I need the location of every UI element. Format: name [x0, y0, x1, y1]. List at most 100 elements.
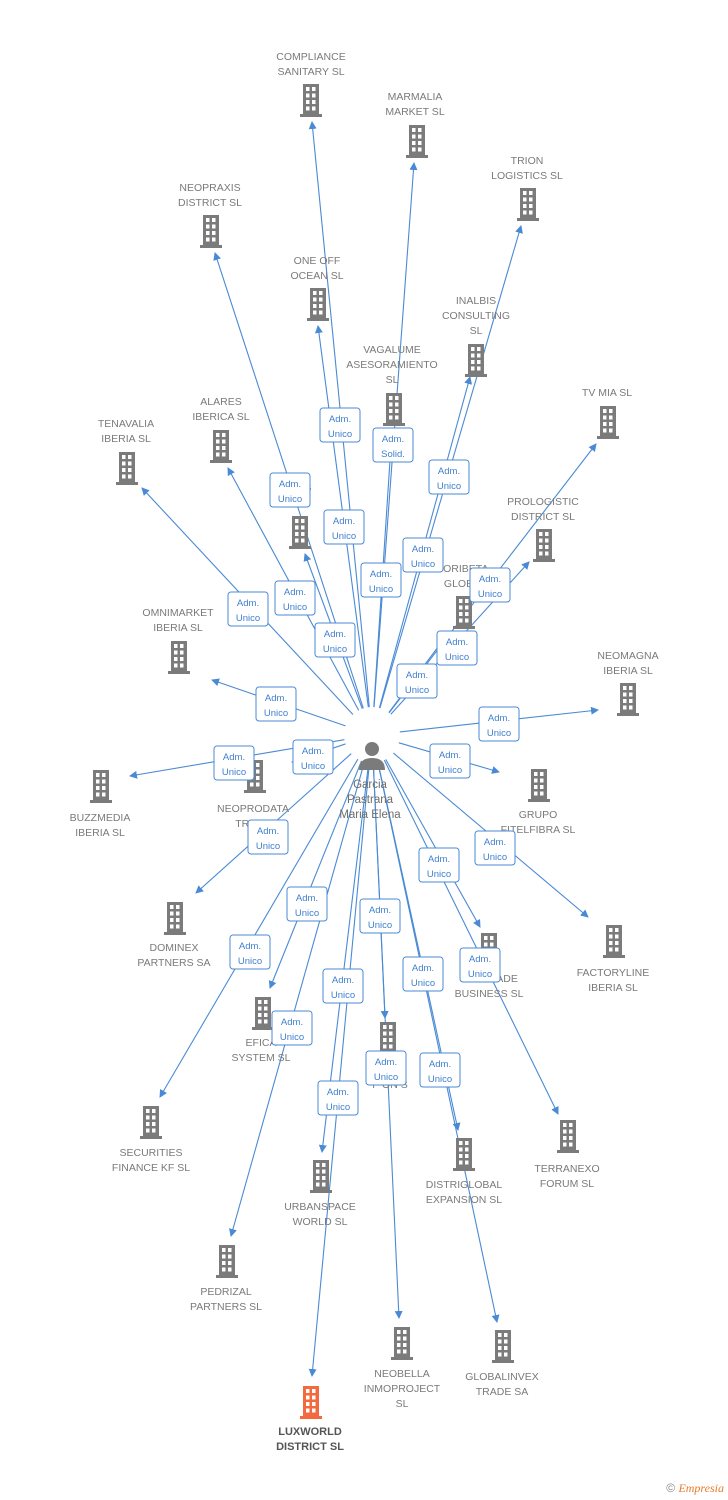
- role-label: Adm.: [469, 954, 491, 965]
- role-box-globalinvex[interactable]: Adm.Unico: [419, 1052, 461, 1088]
- brand-logo-text[interactable]: Empresia: [678, 1481, 724, 1495]
- role-box-distriglobal[interactable]: Adm.Unico: [402, 956, 444, 992]
- role-box-neopraxis[interactable]: Adm.Unico: [269, 472, 311, 508]
- person-name-line-2: Pastrana: [347, 794, 394, 806]
- company-node-securities[interactable]: SECURITIES FINANCE KF SL: [112, 1106, 190, 1174]
- role-box-neomagna[interactable]: Adm.Unico: [478, 706, 520, 742]
- role-box-securities[interactable]: Adm.Unico: [229, 934, 271, 970]
- company-label-line: OCEAN SL: [290, 270, 343, 282]
- person-node[interactable]: Garcia Pastrana Maria Elena: [339, 742, 401, 821]
- role-box-trion[interactable]: Adm.Unico: [428, 459, 470, 495]
- company-label-line: FINANCE KF SL: [112, 1162, 190, 1174]
- company-label-line: DOMINEX: [149, 942, 198, 954]
- role-box-factoryline[interactable]: Adm.Unico: [474, 830, 516, 866]
- company-label-line: IBERIA SL: [603, 665, 653, 677]
- role-box-oneoff[interactable]: Adm.Unico: [323, 509, 365, 545]
- role-box-grupofitel[interactable]: Adm.Unico: [429, 743, 471, 779]
- role-label: Unico: [411, 559, 435, 570]
- company-node-tvmia[interactable]: TV MIA SL: [582, 387, 632, 439]
- footer: © Empresia: [666, 1481, 724, 1496]
- role-label: Unico: [326, 1102, 350, 1113]
- company-label-line: IBERIA SL: [75, 827, 125, 839]
- building-icon: [492, 1330, 514, 1363]
- role-box-vagalume[interactable]: Adm.Unico: [360, 562, 402, 598]
- building-icon: [307, 288, 329, 321]
- company-label-line: ASESORAMIENTO: [346, 359, 437, 371]
- role-box-dominex[interactable]: Adm.Unico: [247, 819, 289, 855]
- building-icon: [164, 902, 186, 935]
- role-label: Unico: [332, 531, 356, 542]
- copyright-symbol: ©: [666, 1481, 676, 1495]
- edge-terranexo: [383, 759, 559, 1115]
- role-box-eficaz[interactable]: Adm.Unico: [286, 886, 328, 922]
- role-box-bpartners[interactable]: Adm.Unico: [314, 622, 356, 658]
- company-label-line: EFICA: [246, 1037, 277, 1049]
- company-label-line: SECURITIES: [119, 1147, 182, 1159]
- company-label-line: BUSINESS SL: [455, 988, 524, 1000]
- role-label: Unico: [468, 969, 492, 980]
- company-label-line: NEOPRODATA: [217, 803, 289, 815]
- role-box-inalbis[interactable]: Adm.Unico: [402, 537, 444, 573]
- role-box-urbanspace[interactable]: Adm.Unico: [322, 968, 364, 1004]
- role-box-luxworld[interactable]: Adm.Unico: [317, 1080, 359, 1116]
- company-label-line: SANITARY SL: [277, 66, 344, 78]
- role-label: Adm.: [237, 598, 259, 609]
- role-label: Adm.: [412, 963, 434, 974]
- role-label: Adm.: [223, 752, 245, 763]
- role-box-neobella[interactable]: Adm.Unico: [365, 1050, 407, 1086]
- role-box-prologistic[interactable]: Adm.Unico: [436, 630, 478, 666]
- company-label-line: NEOMAGNA: [597, 650, 658, 662]
- company-node-neomagna[interactable]: NEOMAGNA IBERIA SL: [597, 650, 659, 716]
- building-icon: [168, 641, 190, 674]
- role-box-tenavalia[interactable]: Adm. Unico: [227, 591, 269, 627]
- role-box-doribeta[interactable]: Adm.Unico: [396, 663, 438, 699]
- role-label: Unico: [369, 584, 393, 595]
- role-box-omnimarket[interactable]: Adm.Unico: [255, 686, 297, 722]
- building-icon: [465, 344, 487, 377]
- role-label: Unico: [236, 613, 260, 624]
- role-box-tvmia[interactable]: Adm.Unico: [469, 567, 511, 603]
- role-label: Unico: [405, 685, 429, 696]
- role-label: Adm.: [265, 693, 287, 704]
- role-label: Unico: [445, 652, 469, 663]
- role-box-buzzmedia[interactable]: Adm.Unico: [213, 745, 255, 781]
- company-label-line: MARKET SL: [385, 106, 444, 118]
- company-label-line: OMNIMARKET: [142, 607, 214, 619]
- role-label: Unico: [283, 602, 307, 613]
- role-box-pantheon[interactable]: Adm.Unico: [359, 898, 401, 934]
- role-box-neoprodata[interactable]: Adm.Unico: [292, 739, 334, 775]
- role-box-glotrade[interactable]: Adm.Unico: [418, 847, 460, 883]
- person-icon: [359, 742, 385, 770]
- role-label: Unico: [256, 841, 280, 852]
- role-box-compliance[interactable]: Adm.Unico: [319, 407, 361, 443]
- role-box-marmalia[interactable]: Adm.Solid.: [372, 427, 414, 463]
- company-label-line: GRUPO: [519, 809, 558, 821]
- role-box-terranexo[interactable]: Adm. Unico: [459, 947, 501, 983]
- company-label-line: SL: [396, 1398, 409, 1410]
- role-box-alares[interactable]: Adm.Unico: [274, 580, 316, 616]
- role-box-pedrizal[interactable]: Adm.Unico: [271, 1010, 313, 1046]
